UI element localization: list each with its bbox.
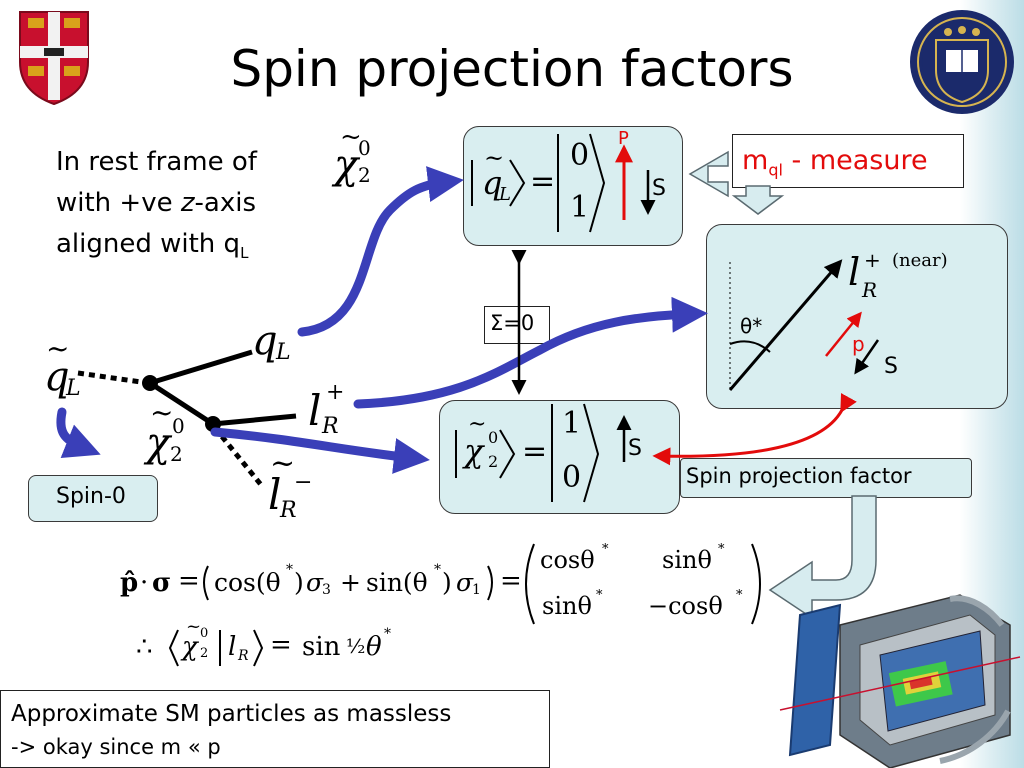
massless-note: Approximate SM particles as massless -> … [0,690,550,768]
ket-chi-symbol: χ [464,432,484,470]
spin-zero-label: Spin-0 [56,484,126,509]
matrix-a22: −cosθ [648,592,723,620]
slide-title: Spin projection factors [230,40,794,98]
lepton-near-symbol: l [848,250,861,294]
s-right-label: S [884,354,898,379]
s-top-label: S [652,176,666,201]
eq-therefore: ∴ [136,632,153,662]
near-label: (near) [892,250,948,271]
p-upper-label: P [618,128,629,149]
decay-lines [77,349,297,488]
squark-label: q [44,354,70,400]
mql-measure-box [732,134,964,188]
matrix-a12: sinθ [662,546,712,574]
matrix-a11: cosθ [540,546,595,574]
quark-label: q [252,318,278,364]
slepton-label: l [268,470,282,519]
p-lower-label: p [852,332,865,356]
intro-text: In rest frame of with +ve z-axis aligned… [56,147,257,263]
quark-state-box [463,126,683,246]
intro-line1: In rest frame of [56,147,257,177]
eq-p-hat: p̂ [120,568,139,598]
matrix-a21: sinθ [542,592,592,620]
mql-measure-label: mql - measure [742,145,928,180]
theta-star-label: θ* [740,314,763,338]
spin-zero-box [28,475,158,522]
lepton-plus-label: l [308,386,322,435]
neutralino-state-box [439,400,680,514]
sigma-zero-label: Σ=0 [490,311,535,335]
s-mid-label: S [628,436,642,461]
ket-q-symbol: q [482,164,503,202]
neutralino-label: χ [146,420,171,466]
spin-projection-label: Spin projection factor [686,464,912,488]
